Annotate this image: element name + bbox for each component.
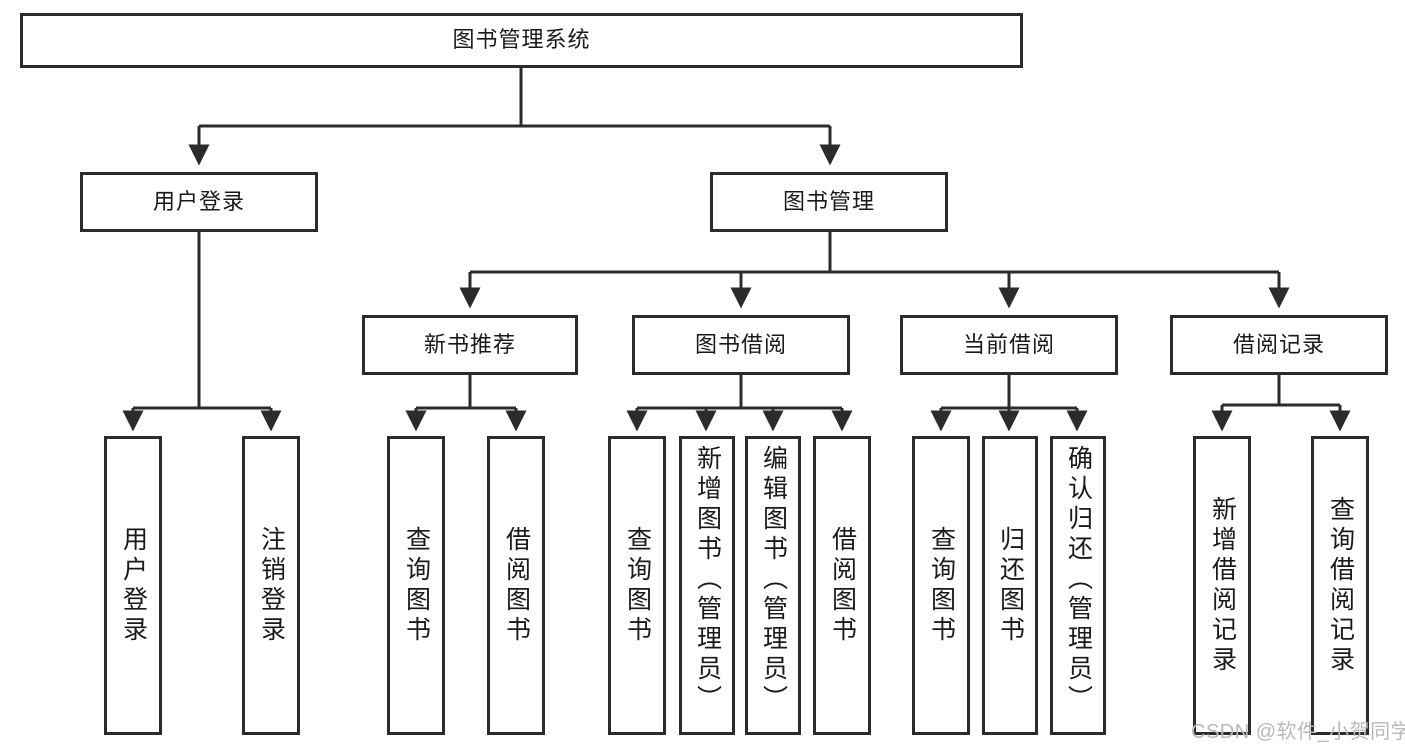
node-leaf-return-book-label: 归还图书: [996, 525, 1025, 646]
node-leaf-borrow-book-2-label: 借阅图书: [828, 525, 857, 646]
node-leaf-query-book-2[interactable]: 查询图书: [608, 436, 666, 735]
csdn-watermark: CSDN @软件_小贺同学: [1191, 721, 1405, 743]
node-leaf-user-logout-label: 注销登录: [257, 525, 286, 646]
node-root[interactable]: 图书管理系统: [20, 13, 1023, 68]
node-leaf-user-login[interactable]: 用户登录: [104, 436, 162, 735]
node-leaf-query-record[interactable]: 查询借阅记录: [1311, 436, 1369, 735]
node-leaf-user-logout[interactable]: 注销登录: [242, 436, 300, 735]
node-leaf-edit-book-label: 编辑图书（管理员）: [759, 445, 788, 715]
node-leaf-user-login-label: 用户登录: [119, 525, 148, 646]
node-leaf-return-book[interactable]: 归还图书: [982, 436, 1038, 735]
node-leaf-borrow-book-1[interactable]: 借阅图书: [487, 436, 545, 735]
node-leaf-borrow-book-1-label: 借阅图书: [502, 525, 531, 646]
node-leaf-query-book-3-label: 查询图书: [927, 525, 956, 646]
node-user-login[interactable]: 用户登录: [80, 172, 318, 232]
node-leaf-edit-book[interactable]: 编辑图书（管理员）: [745, 436, 801, 735]
node-user-login-label: 用户登录: [152, 188, 245, 214]
node-book-borrow[interactable]: 图书借阅: [632, 315, 850, 375]
node-leaf-add-record-label: 新增借阅记录: [1208, 495, 1237, 676]
node-leaf-query-book-2-label: 查询图书: [623, 525, 652, 646]
node-leaf-add-record[interactable]: 新增借阅记录: [1193, 436, 1251, 735]
node-leaf-query-record-label: 查询借阅记录: [1326, 495, 1355, 676]
node-book-management[interactable]: 图书管理: [710, 172, 948, 232]
node-leaf-add-book[interactable]: 新增图书（管理员）: [679, 436, 735, 735]
node-leaf-query-book-3[interactable]: 查询图书: [912, 436, 970, 735]
node-new-book-recommend[interactable]: 新书推荐: [362, 315, 578, 375]
node-borrow-record-label: 借阅记录: [1232, 331, 1325, 357]
node-leaf-query-book-1[interactable]: 查询图书: [387, 436, 445, 735]
node-leaf-query-book-1-label: 查询图书: [402, 525, 431, 646]
node-book-borrow-label: 图书借阅: [694, 331, 787, 357]
node-book-management-label: 图书管理: [782, 188, 875, 214]
node-current-borrow-label: 当前借阅: [962, 331, 1055, 357]
node-leaf-borrow-book-2[interactable]: 借阅图书: [813, 436, 871, 735]
node-new-book-recommend-label: 新书推荐: [423, 331, 516, 357]
node-borrow-record[interactable]: 借阅记录: [1170, 315, 1388, 375]
node-leaf-confirm-return[interactable]: 确认归还（管理员）: [1050, 436, 1106, 735]
node-leaf-confirm-return-label: 确认归还（管理员）: [1064, 445, 1093, 715]
node-leaf-add-book-label: 新增图书（管理员）: [693, 445, 722, 715]
node-root-label: 图书管理系统: [452, 27, 591, 53]
node-current-borrow[interactable]: 当前借阅: [900, 315, 1118, 375]
